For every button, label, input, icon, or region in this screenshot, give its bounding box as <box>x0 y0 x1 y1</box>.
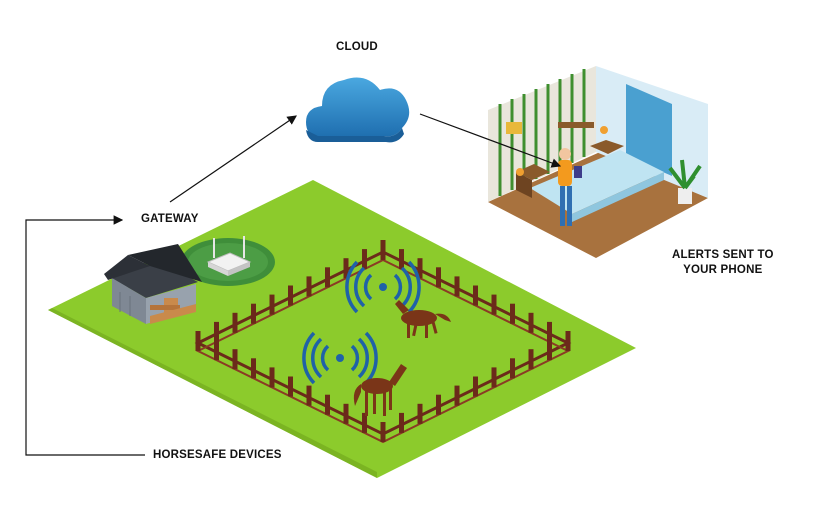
alerts-label-line1: ALERTS SENT TO <box>672 249 774 261</box>
fence-post <box>195 331 201 351</box>
person-with-phone-icon <box>558 148 582 226</box>
horse-icon <box>395 300 451 338</box>
fence-post <box>232 349 238 370</box>
fence-post <box>473 285 478 306</box>
fence-post <box>214 321 219 342</box>
fence-post <box>510 303 515 324</box>
alerts-label: ALERTS SENT TO YOUR PHONE <box>672 248 774 278</box>
fence-post <box>399 412 404 433</box>
fence-post <box>547 340 552 361</box>
fence-post <box>436 267 441 288</box>
fence-post <box>306 385 312 406</box>
fence-post <box>491 367 497 388</box>
fence-post <box>251 303 256 324</box>
fence-post <box>380 240 386 260</box>
fence-post <box>288 376 293 397</box>
plant-icon <box>668 159 702 204</box>
fence-post <box>417 403 423 424</box>
router-icon <box>181 236 275 286</box>
fence-post <box>454 385 460 406</box>
alerts-label-line2: YOUR PHONE <box>683 264 763 276</box>
fence-post <box>565 331 571 351</box>
fence-post <box>306 276 312 297</box>
wireless-signal-icon <box>302 331 378 385</box>
gateway-label: GATEWAY <box>141 213 199 225</box>
cloud-icon <box>306 77 410 143</box>
fence-post <box>436 394 441 415</box>
fence-post <box>454 276 460 297</box>
fence-post <box>232 312 238 333</box>
fence-post <box>269 294 275 315</box>
fence-post <box>325 267 330 288</box>
arrow-gateway-to-cloud <box>169 115 297 203</box>
fence-post <box>510 358 515 379</box>
cloud-label: CLOUD <box>336 41 378 53</box>
connector-lines <box>25 113 562 456</box>
fence-post <box>547 321 552 342</box>
fence-post <box>417 258 423 279</box>
fence-post <box>362 249 367 270</box>
fence-post <box>251 358 256 379</box>
bedroom-icon <box>488 66 708 258</box>
fence-post <box>343 403 349 424</box>
wireless-signal-icon <box>345 260 421 314</box>
arrow-cloud-to-phone <box>419 113 562 168</box>
fence-post <box>380 422 386 442</box>
devices-label: HORSESAFE DEVICES <box>153 449 282 461</box>
fence-posts <box>195 240 571 442</box>
fence-post <box>528 349 534 370</box>
barn-icon <box>104 244 202 324</box>
fence-post <box>528 312 534 333</box>
fence-post <box>214 340 219 361</box>
horse-icon <box>353 364 407 416</box>
fence-post <box>362 412 367 433</box>
fence-post <box>399 249 404 270</box>
fence-post <box>473 376 478 397</box>
fence-post <box>325 394 330 415</box>
arrow-devices-to-gateway <box>25 215 145 456</box>
fence-post <box>343 258 349 279</box>
fence-post <box>491 294 497 315</box>
fence-post <box>288 285 293 306</box>
fence-post <box>269 367 275 388</box>
